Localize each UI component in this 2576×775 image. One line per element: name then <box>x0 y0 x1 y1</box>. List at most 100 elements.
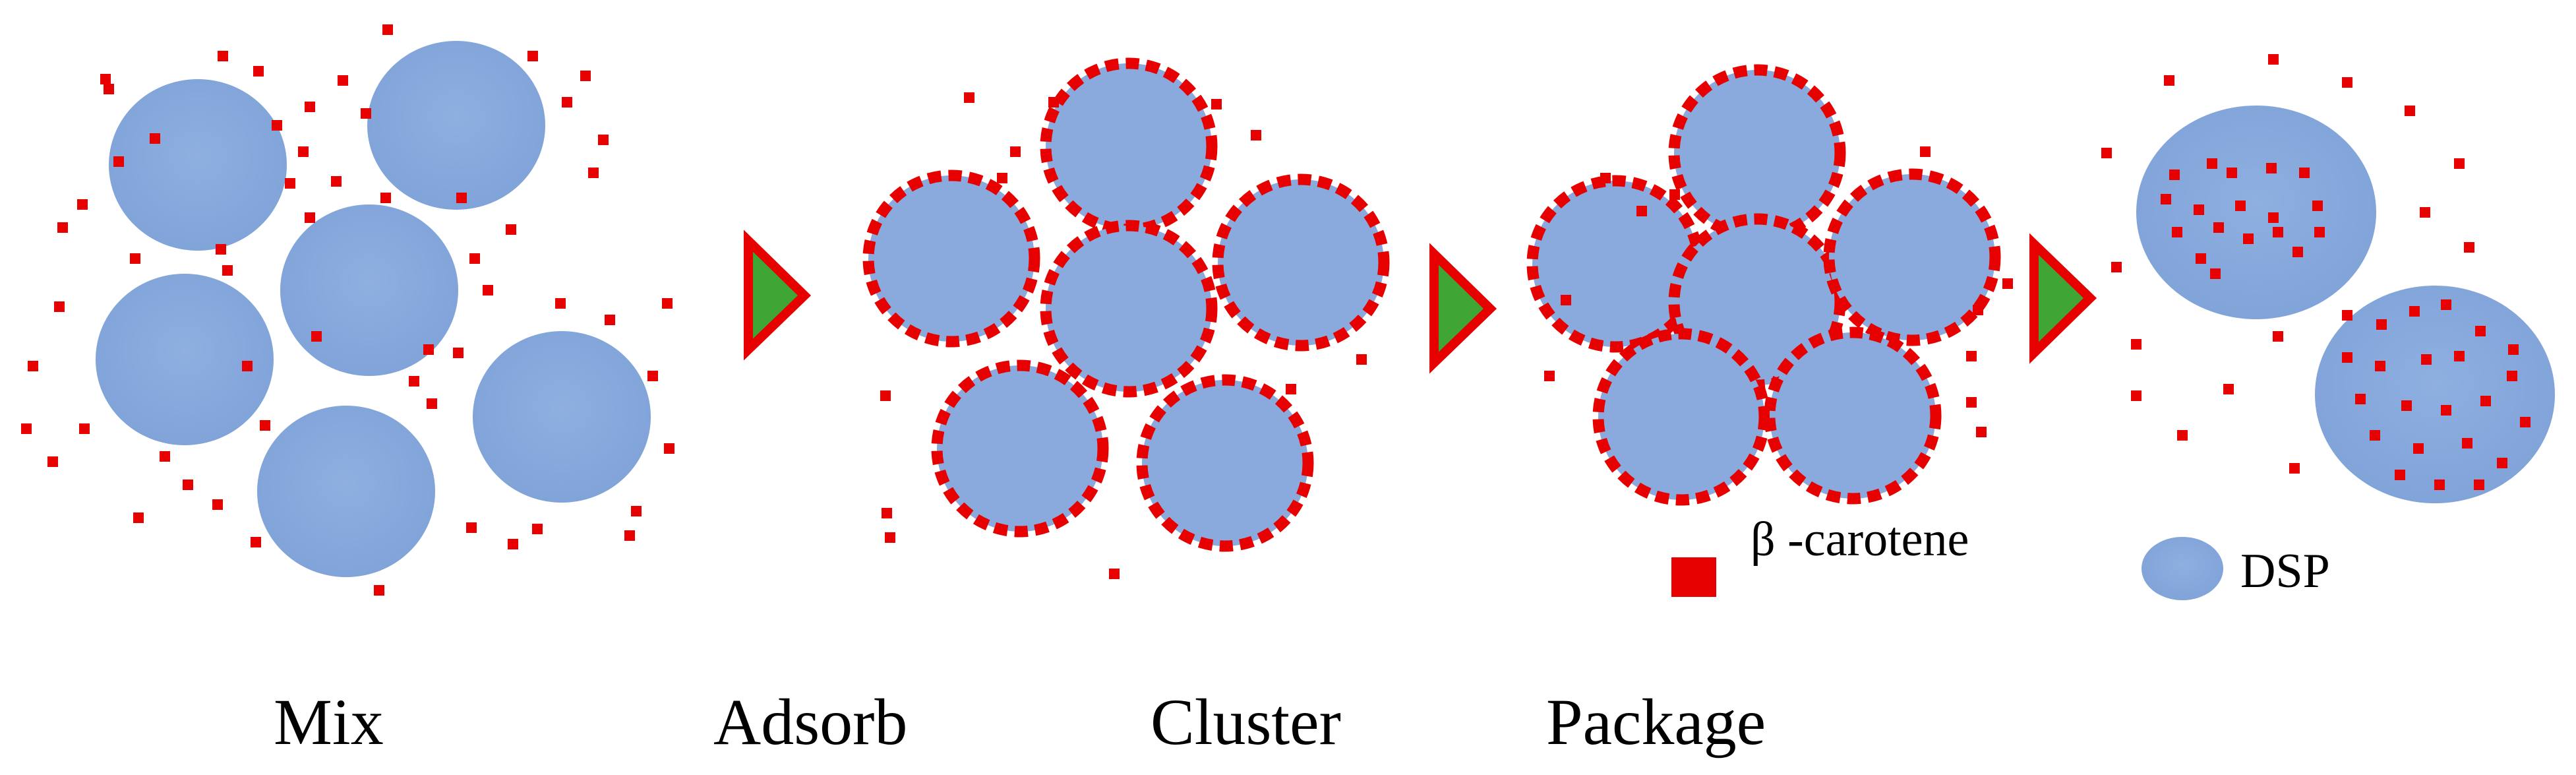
beta-carotene-dot <box>2370 430 2380 441</box>
beta-carotene-dot <box>2299 168 2310 178</box>
beta-carotene-dot <box>1048 97 1059 108</box>
beta-carotene-dot <box>2508 344 2519 355</box>
beta-carotene-dot <box>456 193 467 203</box>
beta-carotene-dot <box>2289 463 2300 474</box>
dsp-legend-label: DSP <box>2240 544 2330 598</box>
beta-carotene-dot <box>2196 253 2206 264</box>
beta-carotene-dot <box>133 512 144 523</box>
beta-carotene-dot <box>331 176 342 187</box>
beta-carotene-dot <box>532 524 543 534</box>
beta-carotene-dot <box>380 193 391 203</box>
beta-carotene-dot <box>253 66 264 77</box>
process-arrow-2 <box>1429 243 1497 374</box>
beta-carotene-dot <box>964 92 974 103</box>
coated-dsp-particle <box>1040 220 1218 398</box>
beta-carotene-dot <box>1920 146 1931 157</box>
beta-carotene-dot <box>382 24 393 35</box>
beta-carotene-dot <box>28 361 38 371</box>
beta-carotene-dot <box>130 253 140 264</box>
beta-carotene-dot <box>2375 361 2385 371</box>
beta-carotene-dot <box>216 244 226 255</box>
beta-carotene-dot <box>305 102 315 112</box>
cluster-panel <box>1526 64 2013 506</box>
beta-carotene-dot <box>2227 168 2237 178</box>
cluster-beta-carotene-dots <box>1544 146 2013 437</box>
beta-carotene-dot <box>218 51 228 61</box>
beta-carotene-dot <box>100 74 111 84</box>
coated-dsp-particle <box>1040 57 1218 235</box>
mix-dsp-particles <box>96 41 651 577</box>
coated-dsp-particle <box>1823 168 2001 346</box>
coated-dsp-particle <box>1136 374 1314 552</box>
beta-carotene-dot <box>160 451 170 462</box>
beta-carotene-dot <box>885 532 895 543</box>
beta-carotene-dot <box>624 530 635 541</box>
beta-carotene-dot <box>79 423 90 434</box>
beta-carotene-dot <box>662 298 673 309</box>
beta-carotene-dot <box>506 224 516 235</box>
beta-carotene-dot <box>427 398 437 409</box>
beta-carotene-dot <box>285 178 295 189</box>
legend: β -carotene DSP <box>1671 512 2330 600</box>
beta-carotene-dot <box>2454 158 2465 169</box>
cluster-coated-particles <box>1526 64 2001 506</box>
beta-carotene-dot <box>2464 242 2474 253</box>
beta-carotene-dot <box>631 506 642 516</box>
beta-carotene-dot <box>104 84 114 94</box>
beta-carotene-dot <box>2194 204 2204 215</box>
beta-carotene-dot <box>1636 206 1647 216</box>
coated-dsp-particle <box>1592 328 1770 506</box>
beta-carotene-dot <box>2273 331 2283 342</box>
adsorb-panel <box>862 57 1390 579</box>
beta-carotene-dot <box>1286 384 1296 394</box>
adsorb-coated-particles <box>862 57 1390 552</box>
dsp-particle <box>257 406 435 577</box>
coated-dsp-particle <box>1668 64 1846 242</box>
beta-carotene-dot <box>311 331 322 342</box>
beta-carotene-dot <box>1973 305 1983 315</box>
beta-carotene-dot <box>2409 306 2420 317</box>
package-panel <box>2101 54 2555 503</box>
beta-carotene-dot <box>57 222 68 233</box>
beta-carotene-dot <box>555 298 566 309</box>
stage-labels: Mix Adsorb Cluster Package <box>274 685 1766 759</box>
beta-carotene-dot <box>242 361 253 371</box>
stage-label-package: Package <box>1546 685 1766 759</box>
beta-carotene-dot <box>2342 352 2352 363</box>
beta-carotene-dot <box>251 537 261 547</box>
beta-carotene-dot <box>2235 201 2246 211</box>
stage-label-adsorb: Adsorb <box>713 685 907 759</box>
beta-carotene-dot <box>2268 54 2279 65</box>
beta-carotene-dot <box>880 390 891 401</box>
process-arrow-1 <box>744 230 812 361</box>
beta-carotene-dot <box>2395 470 2405 480</box>
beta-carotene-dot <box>183 480 193 490</box>
beta-carotene-dot <box>2474 480 2484 490</box>
beta-carotene-dot <box>2172 227 2182 237</box>
beta-carotene-dot <box>1966 397 1977 408</box>
beta-carotene-dot <box>212 499 223 510</box>
beta-carotene-dot <box>562 97 572 108</box>
beta-carotene-dot <box>2421 354 2432 365</box>
beta-carotene-dot <box>54 301 65 312</box>
process-arrow-3 <box>2029 233 2097 364</box>
beta-carotene-dot <box>150 133 160 144</box>
beta-carotene-dot <box>508 539 518 549</box>
beta-carotene-dot <box>2161 194 2171 204</box>
beta-carotene-dot <box>21 423 32 434</box>
beta-carotene-dot <box>1211 99 1222 109</box>
beta-carotene-dot <box>338 75 348 86</box>
beta-carotene-legend-label: β -carotene <box>1751 512 1969 567</box>
adsorb-beta-carotene-dots <box>880 92 1367 579</box>
beta-carotene-dot <box>2497 458 2507 468</box>
dsp-particle <box>109 79 287 251</box>
beta-carotene-dot <box>664 443 674 454</box>
beta-carotene-dot <box>2401 400 2412 411</box>
beta-carotene-dot <box>527 51 538 61</box>
package-encapsulated-dots <box>2161 158 2531 490</box>
beta-carotene-dot <box>2475 326 2486 336</box>
beta-carotene-dot <box>1976 427 1987 437</box>
beta-carotene-dot <box>2355 394 2366 404</box>
beta-carotene-dot <box>588 168 599 178</box>
beta-carotene-dot <box>77 199 88 210</box>
